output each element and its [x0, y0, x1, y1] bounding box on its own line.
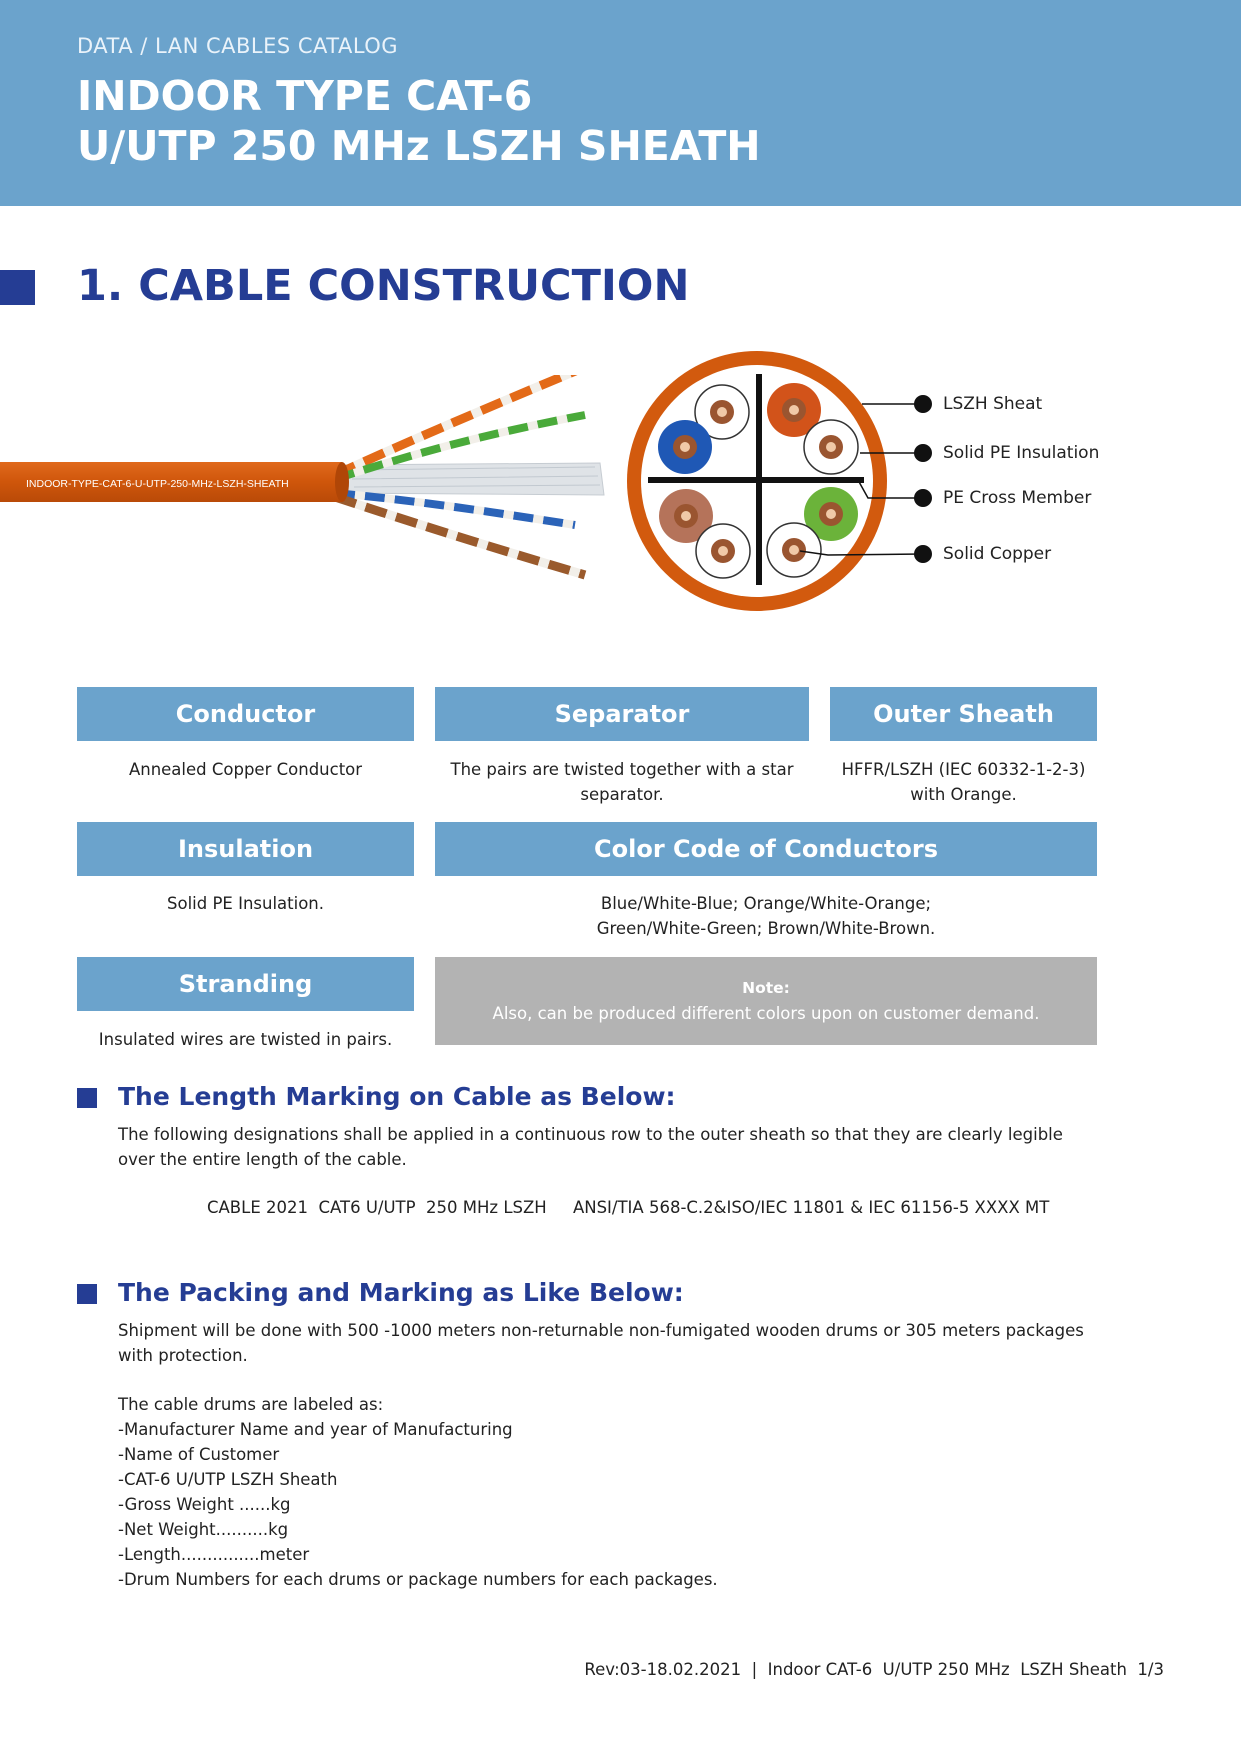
stranding-text: Insulated wires are twisted in pairs. [98, 1030, 393, 1049]
drum-label-list: The cable drums are labeled as: -Manufac… [118, 1392, 718, 1592]
outer-sheath-heading: Outer Sheath [830, 687, 1097, 741]
list-item: -Manufacturer Name and year of Manufactu… [118, 1420, 513, 1439]
outer-sheath-text-line1: HFFR/LSZH (IEC 60332-1-2-3) [841, 760, 1086, 779]
note-title: Note: [742, 979, 790, 997]
insulation-text: Solid PE Insulation. [167, 894, 324, 913]
legend-pe-insulation: Solid PE Insulation [943, 443, 1100, 463]
length-marking-title: The Length Marking on Cable as Below: [118, 1082, 676, 1111]
catalog-supertitle: DATA / LAN CABLES CATALOG [77, 34, 399, 58]
separator-text: The pairs are twisted together with a st… [435, 757, 809, 807]
outer-sheath-text: HFFR/LSZH (IEC 60332-1-2-3) with Orange. [830, 757, 1097, 807]
list-item: -Name of Customer [118, 1445, 280, 1464]
packing-title: The Packing and Marking as Like Below: [118, 1278, 684, 1307]
section-title: 1. CABLE CONSTRUCTION [77, 261, 690, 311]
list-item: The cable drums are labeled as: [118, 1395, 384, 1414]
list-item: -CAT-6 U/UTP LSZH Sheath [118, 1470, 338, 1489]
length-marking-marker [77, 1088, 97, 1108]
stranding-heading: Stranding [77, 957, 414, 1011]
outer-sheath-text-line2: with Orange. [910, 785, 1017, 804]
packing-text: Shipment will be done with 500 -1000 met… [118, 1321, 1084, 1365]
section-marker [0, 270, 35, 305]
color-code-heading: Color Code of Conductors [435, 822, 1097, 876]
cable-print-text: INDOOR-TYPE-CAT-6-U-UTP-250-MHz-LSZH-SHE… [26, 478, 289, 490]
legend-lszh-sheath: LSZH Sheat [943, 394, 1043, 414]
insulation-heading: Insulation [77, 822, 414, 876]
product-title-line2: U/UTP 250 MHz LSZH SHEATH [77, 122, 761, 170]
conductor-heading: Conductor [77, 687, 414, 741]
list-item: -Length...............meter [118, 1545, 310, 1564]
legend-pe-cross-member: PE Cross Member [943, 488, 1092, 508]
product-title-line1: INDOOR TYPE CAT-6 [77, 72, 533, 120]
list-item: -Drum Numbers for each drums or package … [118, 1570, 718, 1589]
cable-illustration: INDOOR-TYPE-CAT-6-U-UTP-250-MHz-LSZH-SHE… [0, 375, 605, 580]
list-item: -Net Weight..........kg [118, 1520, 289, 1539]
color-code-text-line2: Green/White-Green; Brown/White-Brown. [596, 919, 936, 938]
separator-text-line1: The pairs are twisted together with a st… [450, 760, 794, 779]
note-text: Also, can be produced different colors u… [492, 1004, 1040, 1023]
page-header: DATA / LAN CABLES CATALOG INDOOR TYPE CA… [0, 0, 1241, 206]
cable-marking-string: CABLE 2021 CAT6 U/UTP 250 MHz LSZH ANSI/… [207, 1198, 1050, 1217]
legend-solid-copper: Solid Copper [943, 544, 1052, 564]
note-box: Note: Also, can be produced different co… [435, 957, 1097, 1045]
page-footer: Rev:03-18.02.2021 | Indoor CAT-6 U/UTP 2… [584, 1660, 1164, 1679]
cable-cross-section-diagram [627, 351, 932, 611]
separator-text-line2: separator. [580, 785, 664, 804]
length-marking-text: The following designations shall be appl… [118, 1125, 1063, 1169]
list-item: -Gross Weight ......kg [118, 1495, 291, 1514]
color-code-text: Blue/White-Blue; Orange/White-Orange; Gr… [435, 891, 1097, 941]
conductor-text: Annealed Copper Conductor [128, 760, 363, 779]
separator-heading: Separator [435, 687, 809, 741]
color-code-text-line1: Blue/White-Blue; Orange/White-Orange; [600, 894, 932, 913]
packing-marker [77, 1284, 97, 1304]
